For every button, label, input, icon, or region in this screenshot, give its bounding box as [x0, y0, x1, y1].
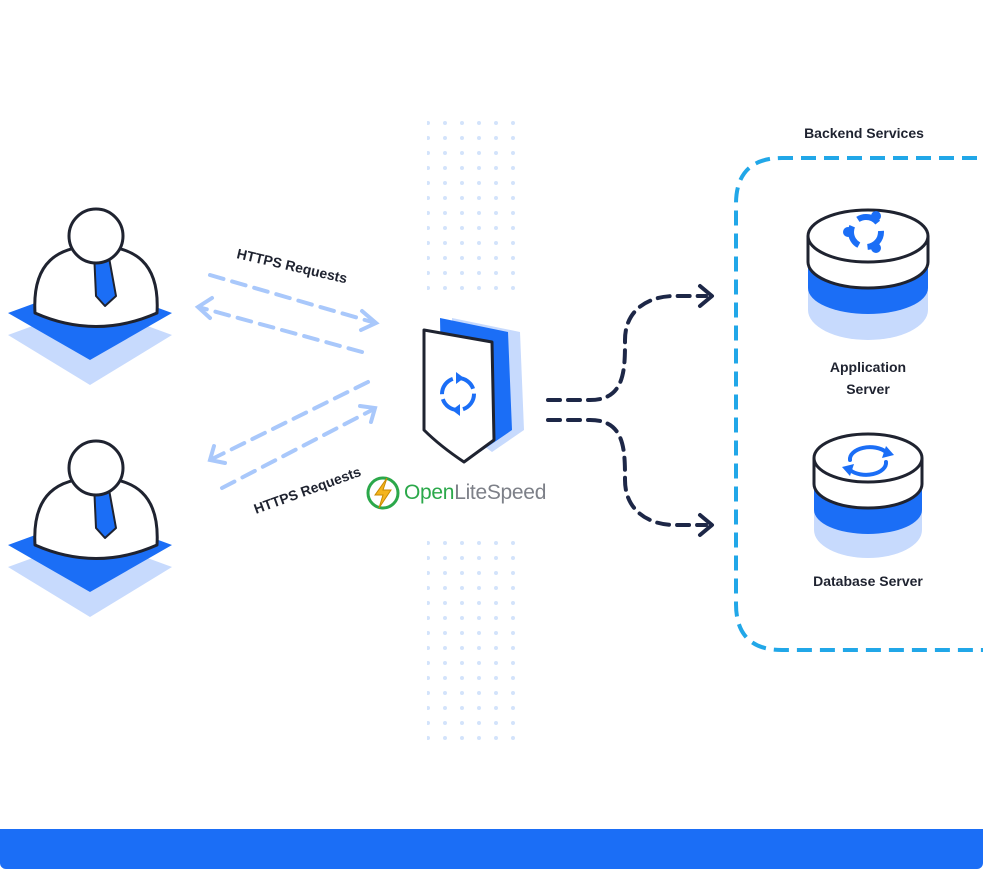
arrow-head-db [698, 513, 714, 537]
arrow-head-app [698, 284, 714, 308]
brand-litespeed-text: LiteSpeed [454, 481, 547, 504]
application-server-label-line1: Application [829, 359, 907, 375]
bolt-icon [366, 476, 400, 510]
user-icon [8, 207, 172, 385]
application-server-label: Application Server [798, 356, 938, 400]
backend-arrows [546, 294, 708, 527]
server-icon [806, 208, 930, 340]
database-server-label: Database Server [813, 573, 923, 589]
brand-open-text: Open [404, 481, 455, 504]
backend-services-box [734, 156, 983, 652]
dot-column-top [427, 117, 527, 297]
server-icon [812, 432, 924, 558]
user-icon [8, 439, 172, 617]
backend-services-title: Backend Services [804, 125, 924, 141]
dot-column-bottom [427, 533, 527, 743]
https-requests-label-bottom: HTTPS Requests [252, 463, 364, 517]
sync-icon [842, 445, 894, 477]
bottom-bar [0, 829, 983, 869]
https-request-arrows [194, 273, 380, 490]
shield-icon [392, 300, 568, 526]
https-requests-label-top: HTTPS Requests [235, 245, 349, 286]
ubuntu-icon [843, 211, 884, 253]
application-server-label-line2: Server [846, 381, 890, 397]
